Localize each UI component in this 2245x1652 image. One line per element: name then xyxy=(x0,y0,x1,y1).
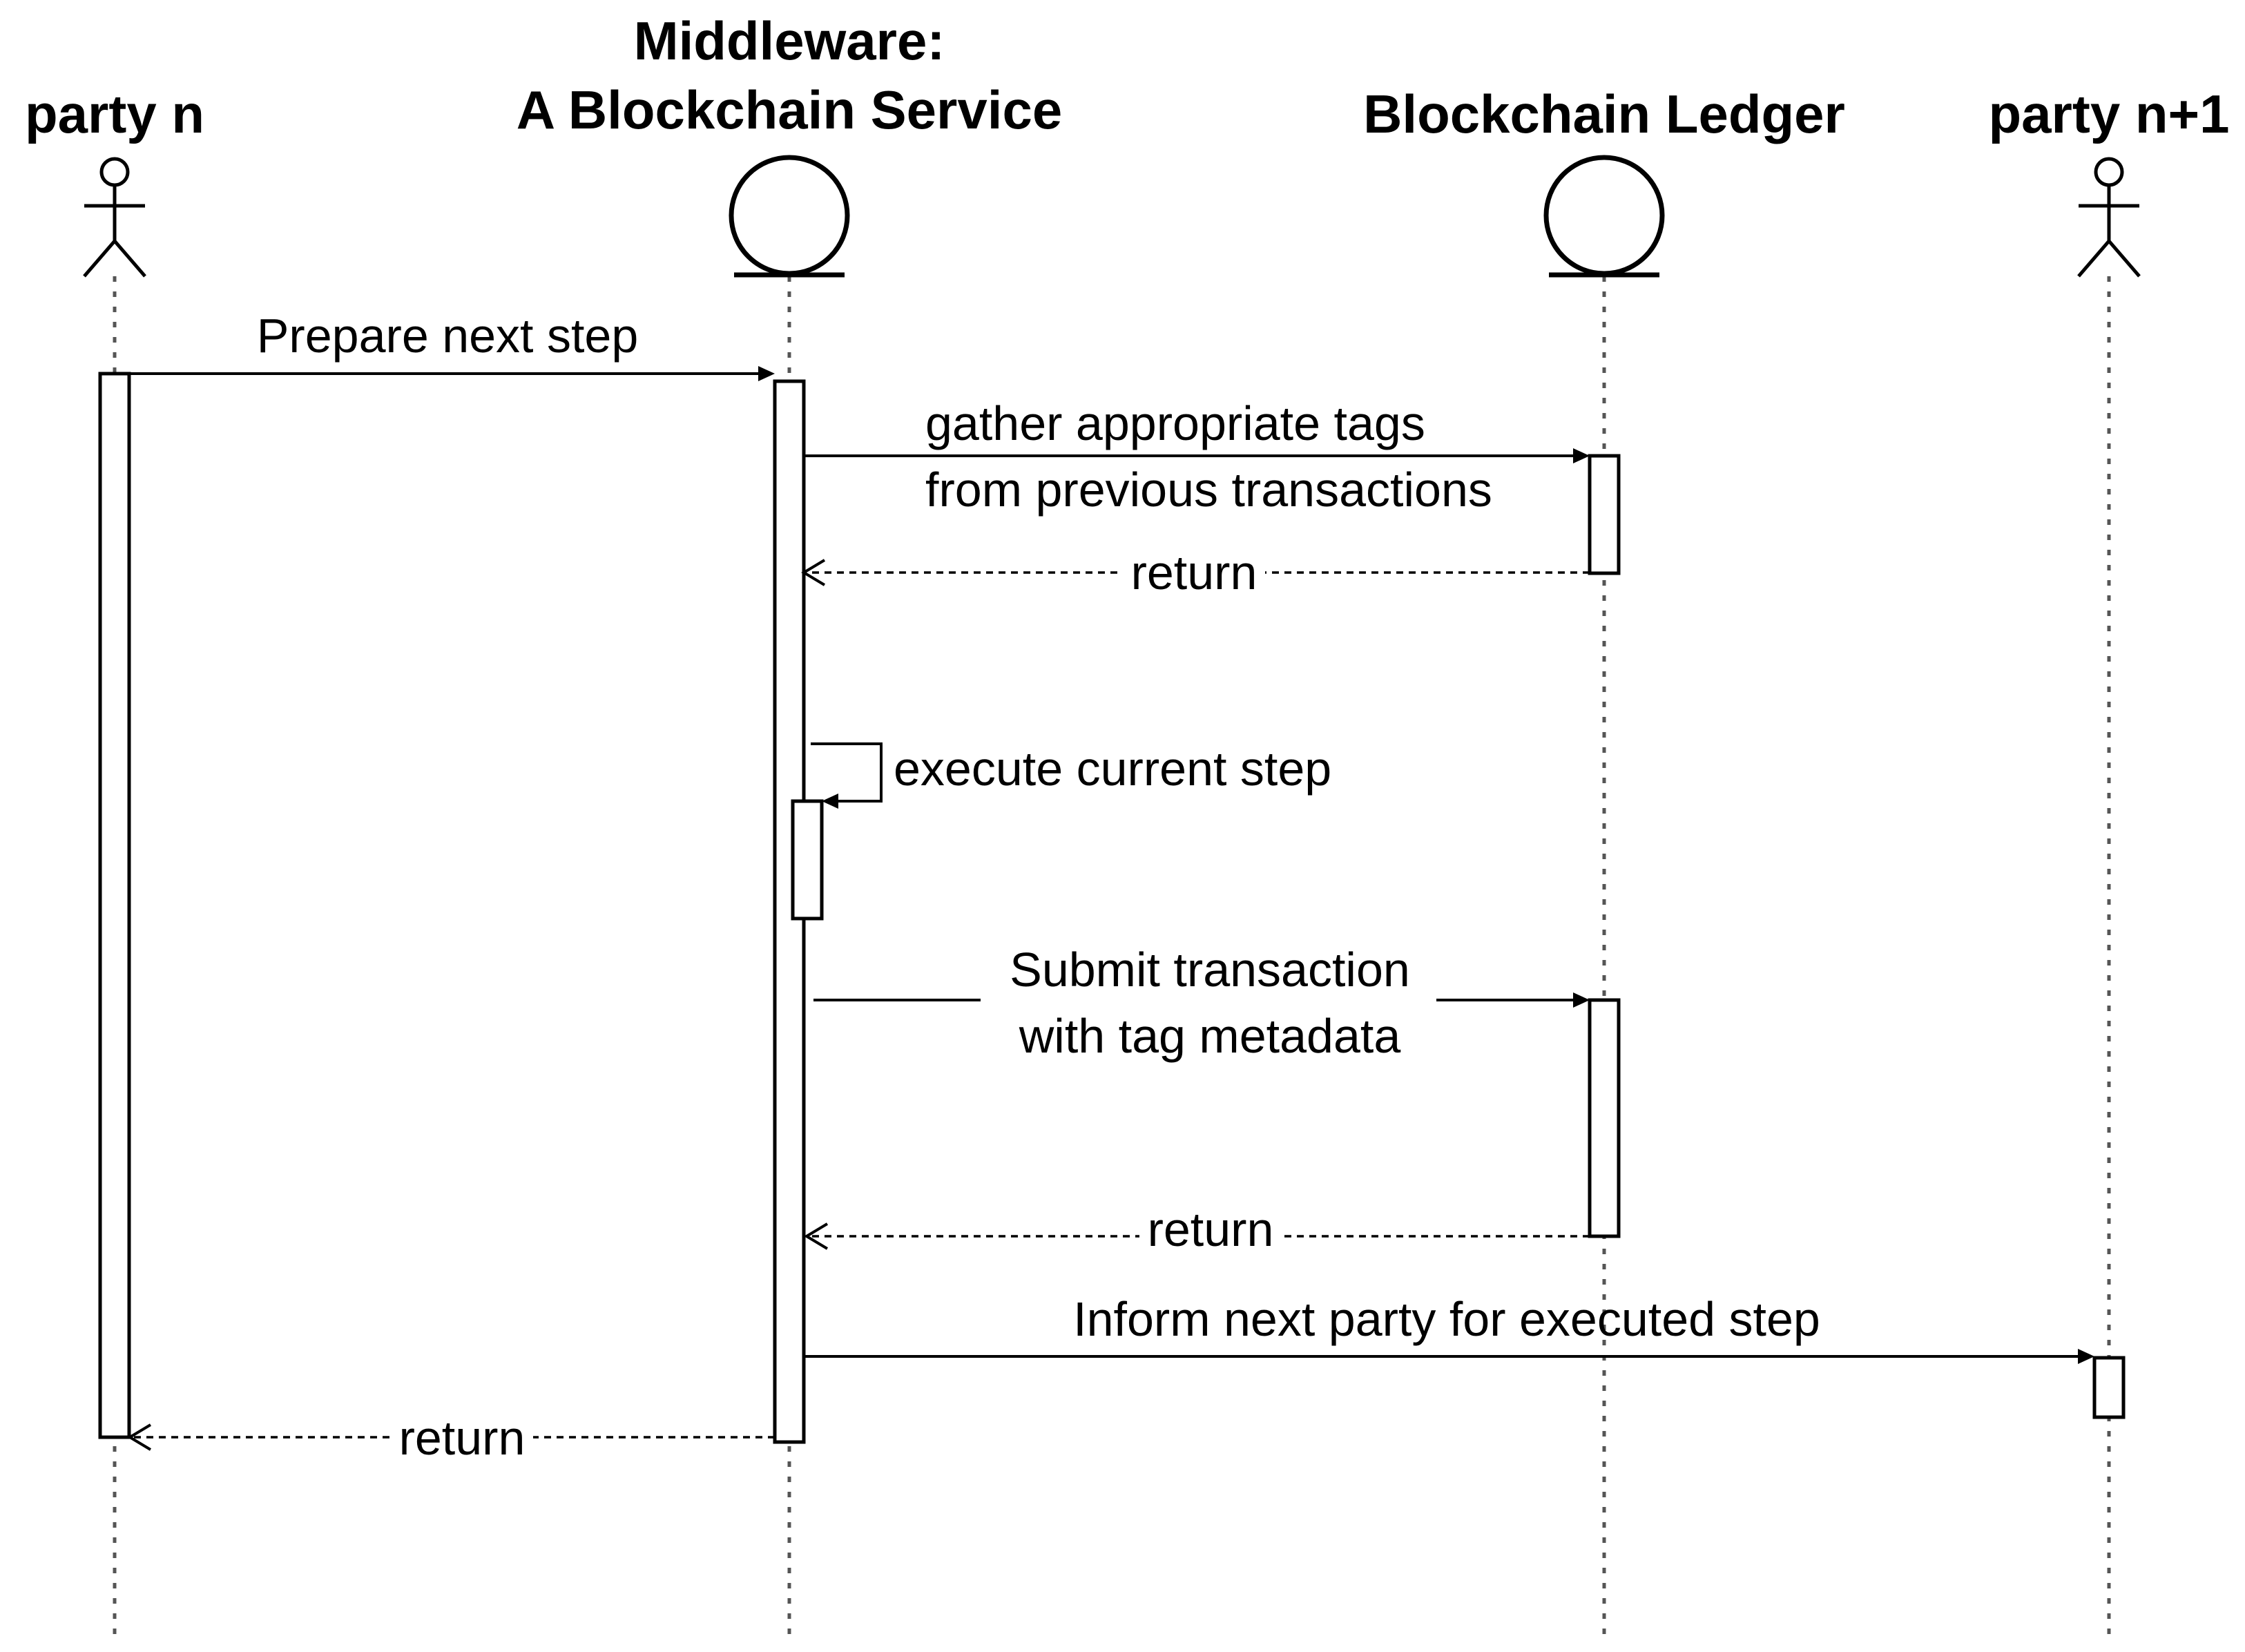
actor-icon-party-n1 xyxy=(2077,157,2141,278)
entity-icon-ledger xyxy=(1543,155,1665,278)
message-label-execute-current-step: execute current step xyxy=(894,742,1331,796)
activation-party-n1 xyxy=(2092,1356,2126,1419)
message-return-tags: return xyxy=(801,546,1590,599)
message-label-prepare-next-step: Prepare next step xyxy=(257,309,639,363)
message-gather-tags: gather appropriate tags from previous tr… xyxy=(804,395,1590,517)
actor-icon-party-n xyxy=(83,157,146,278)
message-label-gather-tags-line2: from previous transactions xyxy=(925,463,1492,517)
activation-middleware-self xyxy=(791,799,824,921)
entity-icon-middleware xyxy=(729,155,850,278)
message-label-gather-tags-line1: gather appropriate tags xyxy=(925,396,1425,450)
participant-label-ledger: Blockchain Ledger xyxy=(1363,84,1845,144)
message-return-final: return xyxy=(127,1411,775,1465)
message-label-submit-transaction-line1: Submit transaction xyxy=(1010,943,1410,997)
message-label-return-tags: return xyxy=(1131,546,1258,599)
participant-label-middleware-line1: Middleware: xyxy=(634,10,945,71)
message-label-inform-next-party: Inform next party for executed step xyxy=(1073,1292,1820,1346)
message-label-submit-transaction-line2: with tag metadata xyxy=(1019,1009,1401,1063)
message-label-return-submit: return xyxy=(1148,1202,1274,1256)
message-execute-current-step: execute current step xyxy=(811,742,1331,809)
participant-label-middleware-line2: A Blockchain Service xyxy=(517,79,1062,140)
message-return-submit: return xyxy=(804,1202,1590,1257)
activation-ledger-gather xyxy=(1588,454,1621,575)
participant-label-party-n: party n xyxy=(25,84,204,144)
message-submit-transaction: Submit transaction with tag metadata xyxy=(813,943,1590,1063)
participant-label-party-n1: party n+1 xyxy=(1989,84,2230,144)
message-prepare-next-step: Prepare next step xyxy=(129,309,775,381)
activation-ledger-submit xyxy=(1588,998,1621,1238)
message-label-return-final: return xyxy=(399,1411,526,1465)
message-inform-next-party: Inform next party for executed step xyxy=(804,1292,2094,1364)
activation-party-n xyxy=(98,372,131,1439)
